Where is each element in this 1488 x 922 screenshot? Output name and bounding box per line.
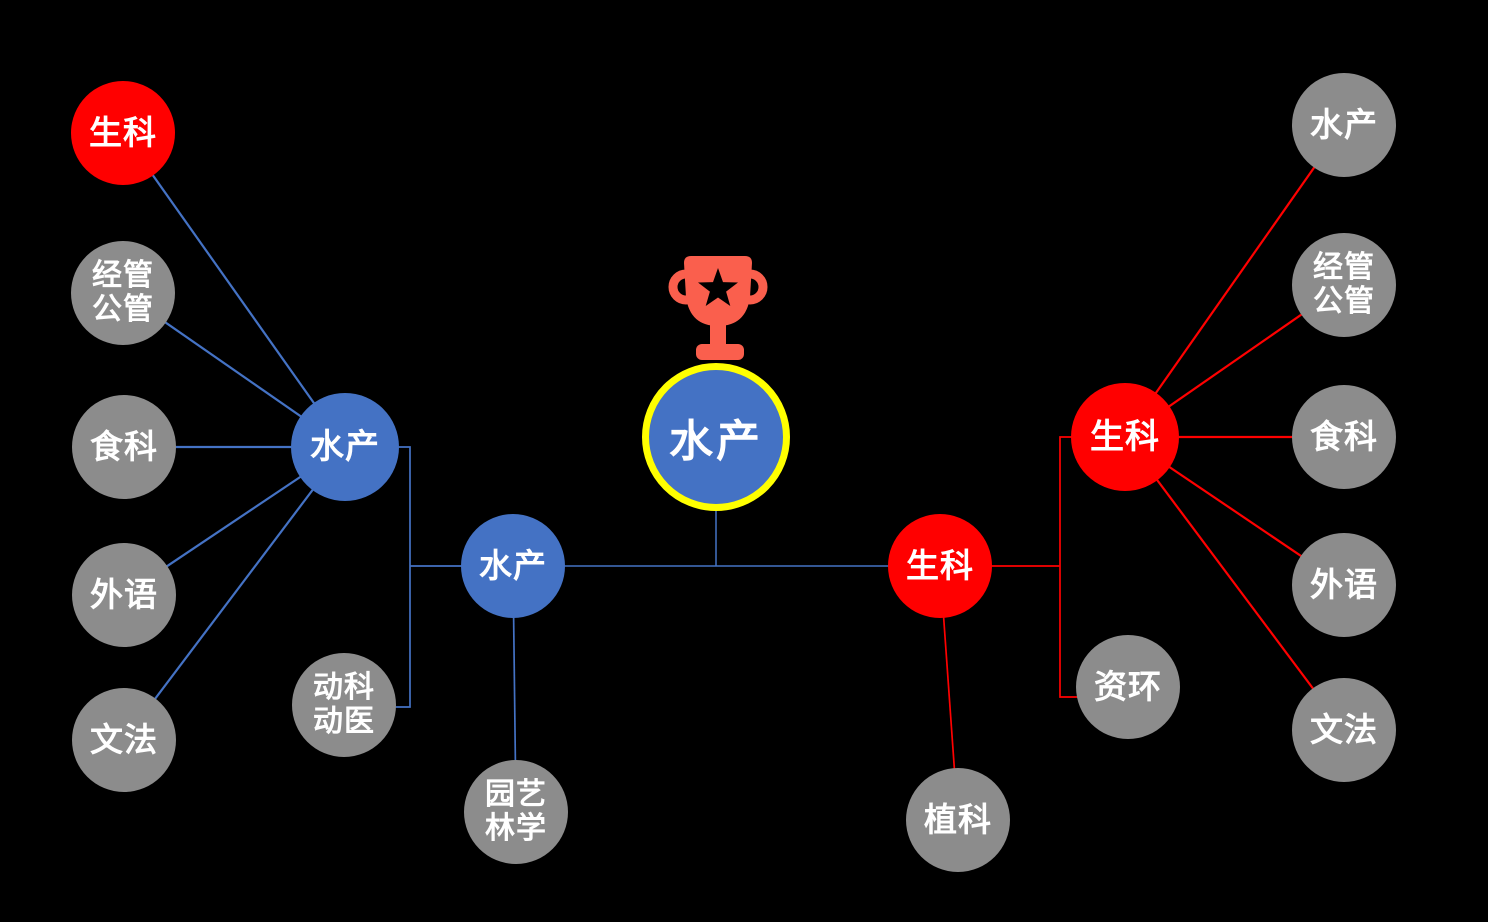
node-label: 生科 bbox=[89, 112, 157, 152]
node-zihuan: 资环 bbox=[1076, 635, 1180, 739]
node-label: 水产 bbox=[1310, 104, 1378, 144]
node-label: 文法 bbox=[1310, 709, 1378, 749]
node-right-wenfa: 文法 bbox=[1292, 678, 1396, 782]
trophy-base bbox=[696, 344, 744, 360]
trophy-icon bbox=[668, 256, 768, 360]
node-label: 经管 公管 bbox=[92, 258, 154, 327]
node-right-shike: 食科 bbox=[1292, 385, 1396, 489]
node-left-shike: 食科 bbox=[72, 395, 176, 499]
node-left-wenfa: 文法 bbox=[72, 688, 176, 792]
node-semi-right-shengke: 生科 bbox=[888, 514, 992, 618]
node-label: 动科 动医 bbox=[313, 670, 375, 739]
node-champion-shuichan: 水产 bbox=[642, 363, 790, 511]
node-zhike: 植科 bbox=[906, 768, 1010, 872]
node-right-jingguan: 经管 公管 bbox=[1292, 233, 1396, 337]
edge-qfright-shuichan bbox=[1124, 124, 1345, 438]
node-label: 资环 bbox=[1094, 666, 1162, 706]
node-label: 经管 公管 bbox=[1313, 250, 1375, 319]
edge-qfright-wenfa bbox=[1124, 436, 1345, 731]
node-label: 水产 bbox=[669, 416, 763, 467]
node-dongke-dongyi: 动科 动医 bbox=[292, 653, 396, 757]
node-left-waiyu: 外语 bbox=[72, 543, 176, 647]
node-label: 园艺 林学 bbox=[485, 777, 547, 846]
node-left-jingguan: 经管 公管 bbox=[71, 241, 175, 345]
node-yuanyi-linxue: 园艺 林学 bbox=[464, 760, 568, 864]
node-right-shuichan: 水产 bbox=[1292, 73, 1396, 177]
edge-qfleft-wenfa bbox=[123, 446, 346, 741]
node-label: 外语 bbox=[1310, 564, 1378, 604]
node-qf-left-shuichan: 水产 bbox=[291, 393, 399, 501]
node-semi-left-shuichan: 水产 bbox=[461, 514, 565, 618]
edge-qfleft-shengke bbox=[122, 132, 346, 448]
trophy-star-icon bbox=[698, 268, 738, 306]
node-label: 外语 bbox=[90, 574, 158, 614]
node-qf-right-shengke: 生科 bbox=[1071, 383, 1179, 491]
node-label: 水产 bbox=[479, 545, 547, 585]
node-label: 文法 bbox=[90, 719, 158, 759]
node-label: 生科 bbox=[906, 545, 974, 585]
node-label: 植科 bbox=[924, 799, 992, 839]
node-label: 食科 bbox=[90, 426, 158, 466]
node-label: 生科 bbox=[1090, 416, 1160, 457]
node-right-waiyu: 外语 bbox=[1292, 533, 1396, 637]
trophy-stem bbox=[710, 324, 726, 346]
node-label: 水产 bbox=[310, 426, 380, 467]
node-label: 食科 bbox=[1310, 416, 1378, 456]
node-left-shengke: 生科 bbox=[71, 81, 175, 185]
